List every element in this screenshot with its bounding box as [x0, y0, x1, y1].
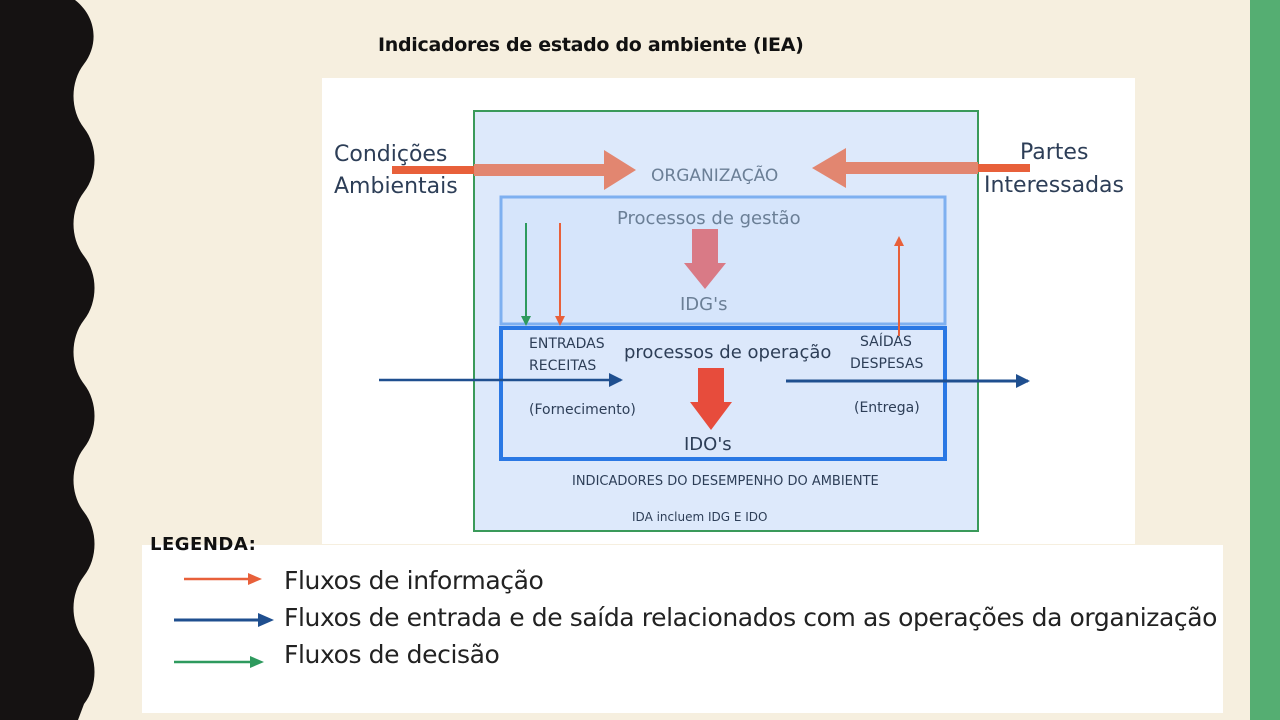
expenses-label: DESPESAS [850, 356, 924, 372]
slide-title: Indicadores de estado do ambiente (IEA) [378, 34, 804, 56]
right-accent-bar [1250, 0, 1280, 720]
management-down-arrow [684, 229, 726, 289]
stakeholders-label-2: Interessadas [984, 173, 1124, 198]
idg-label: IDG's [680, 294, 727, 315]
legend-panel [142, 545, 1223, 713]
organization-label: ORGANIZAÇÃO [651, 164, 778, 186]
operation-down-arrow [690, 368, 732, 430]
environmental-conditions-arrow [392, 150, 636, 190]
environmental-performance-label: INDICADORES DO DESEMPENHO DO AMBIENTE [572, 474, 879, 489]
ida-note: IDA incluem IDG E IDO [632, 510, 767, 524]
outputs-label: SAÍDAS [860, 333, 912, 350]
operation-processes-label: processos de operação [624, 342, 831, 363]
legend-operation-flows-label: Fluxos de entrada e de saída relacionado… [284, 603, 1218, 632]
management-processes-label: Processos de gestão [617, 208, 801, 229]
blue-arrow-icon [174, 613, 274, 627]
management-processes-box [499, 195, 947, 326]
wavy-left-border [0, 0, 95, 720]
legend-info-flows-label: Fluxos de informação [284, 566, 544, 595]
supply-label: (Fornecimento) [529, 402, 636, 418]
stakeholders-label: Partes [1020, 140, 1088, 165]
environmental-conditions-label-2: Ambientais [334, 174, 458, 199]
ido-label: IDO's [684, 434, 732, 455]
environmental-indicators-diagram: Condições Ambientais Partes Interessadas… [334, 110, 1124, 532]
environmental-conditions-label: Condições [334, 142, 447, 167]
inputs-label: ENTRADAS [529, 336, 605, 352]
green-arrow-icon [174, 656, 264, 668]
orange-arrow-icon [184, 573, 262, 585]
revenues-label: RECEITAS [529, 358, 596, 374]
stakeholders-arrow [812, 148, 1030, 188]
delivery-label: (Entrega) [854, 400, 920, 416]
legend-heading: LEGENDA: [150, 534, 257, 555]
legend-decision-flows-label: Fluxos de decisão [284, 640, 500, 669]
